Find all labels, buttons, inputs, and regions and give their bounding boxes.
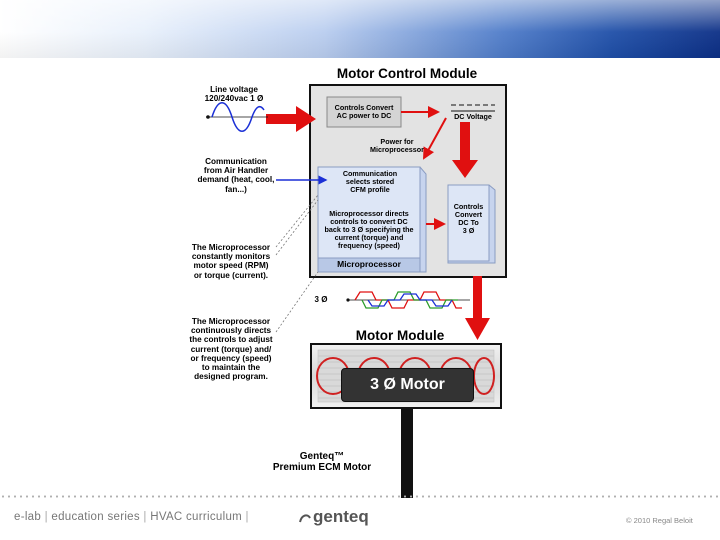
copyright: © 2010 Regal Beloit <box>626 516 693 525</box>
dc-voltage-down-arrow <box>452 122 478 178</box>
line-voltage-label: Line voltage 120/240vac 1 Ø <box>204 85 264 104</box>
footer-series: education series <box>51 511 140 523</box>
genteq-logo-icon <box>299 514 311 523</box>
phase-wave-green <box>361 291 458 309</box>
footer-dotted-divider <box>0 495 720 498</box>
footer-curriculum: HVAC curriculum <box>150 511 243 523</box>
to-motor-arrow <box>465 276 490 340</box>
monitors-label: The Microprocessor constantly monitors m… <box>191 243 271 280</box>
motor-module-title: Motor Module <box>355 328 445 343</box>
three-phase-dot <box>346 298 350 302</box>
communication-box-text: Communication selects stored CFM profile <box>342 169 398 195</box>
motor-control-module-title: Motor Control Module <box>336 66 478 81</box>
power-arrow <box>423 117 447 160</box>
directs-dotted-line <box>275 271 319 333</box>
microprocessor-label-bar <box>317 257 421 273</box>
controls-convert-ac-text: Controls Convert AC power to DC <box>334 103 394 121</box>
three-phase-motor-label: 3 Ø Motor <box>341 368 474 402</box>
microprocessor-label: Microprocessor <box>337 259 401 269</box>
genteq-motor-label: Genteq™ Premium ECM Motor <box>272 451 372 474</box>
microprocessor-directs-text: Microprocessor directs controls to conve… <box>324 209 414 251</box>
motor-shaft <box>401 408 413 498</box>
controls-convert-dc-text: Controls Convert DC To 3 Ø <box>453 202 484 236</box>
line-voltage-arrow <box>266 106 316 132</box>
phase-wave-blue <box>367 293 453 307</box>
genteq-brand: genteq <box>313 507 369 526</box>
monitor-dotted-line-2 <box>275 199 319 256</box>
power-for-microprocessor-label: Power for Microprocessor <box>370 137 424 155</box>
controls-convert-dc-box <box>447 184 490 262</box>
dc-voltage-label: DC Voltage <box>454 112 492 121</box>
footer-elab: e-lab <box>14 511 42 523</box>
footer-text: e-lab | education series | HVAC curricul… <box>14 511 249 523</box>
communication-label: Communication from Air Handler demand (h… <box>197 157 275 194</box>
sine-wave <box>211 102 265 132</box>
directs-controls-label: The Microprocessor continuously directs … <box>189 317 273 382</box>
monitor-dotted-line-1 <box>275 194 319 248</box>
three-phase-label: 3 Ø <box>314 295 328 304</box>
sine-origin-dot <box>206 115 210 119</box>
header-banner-shine <box>0 0 720 58</box>
